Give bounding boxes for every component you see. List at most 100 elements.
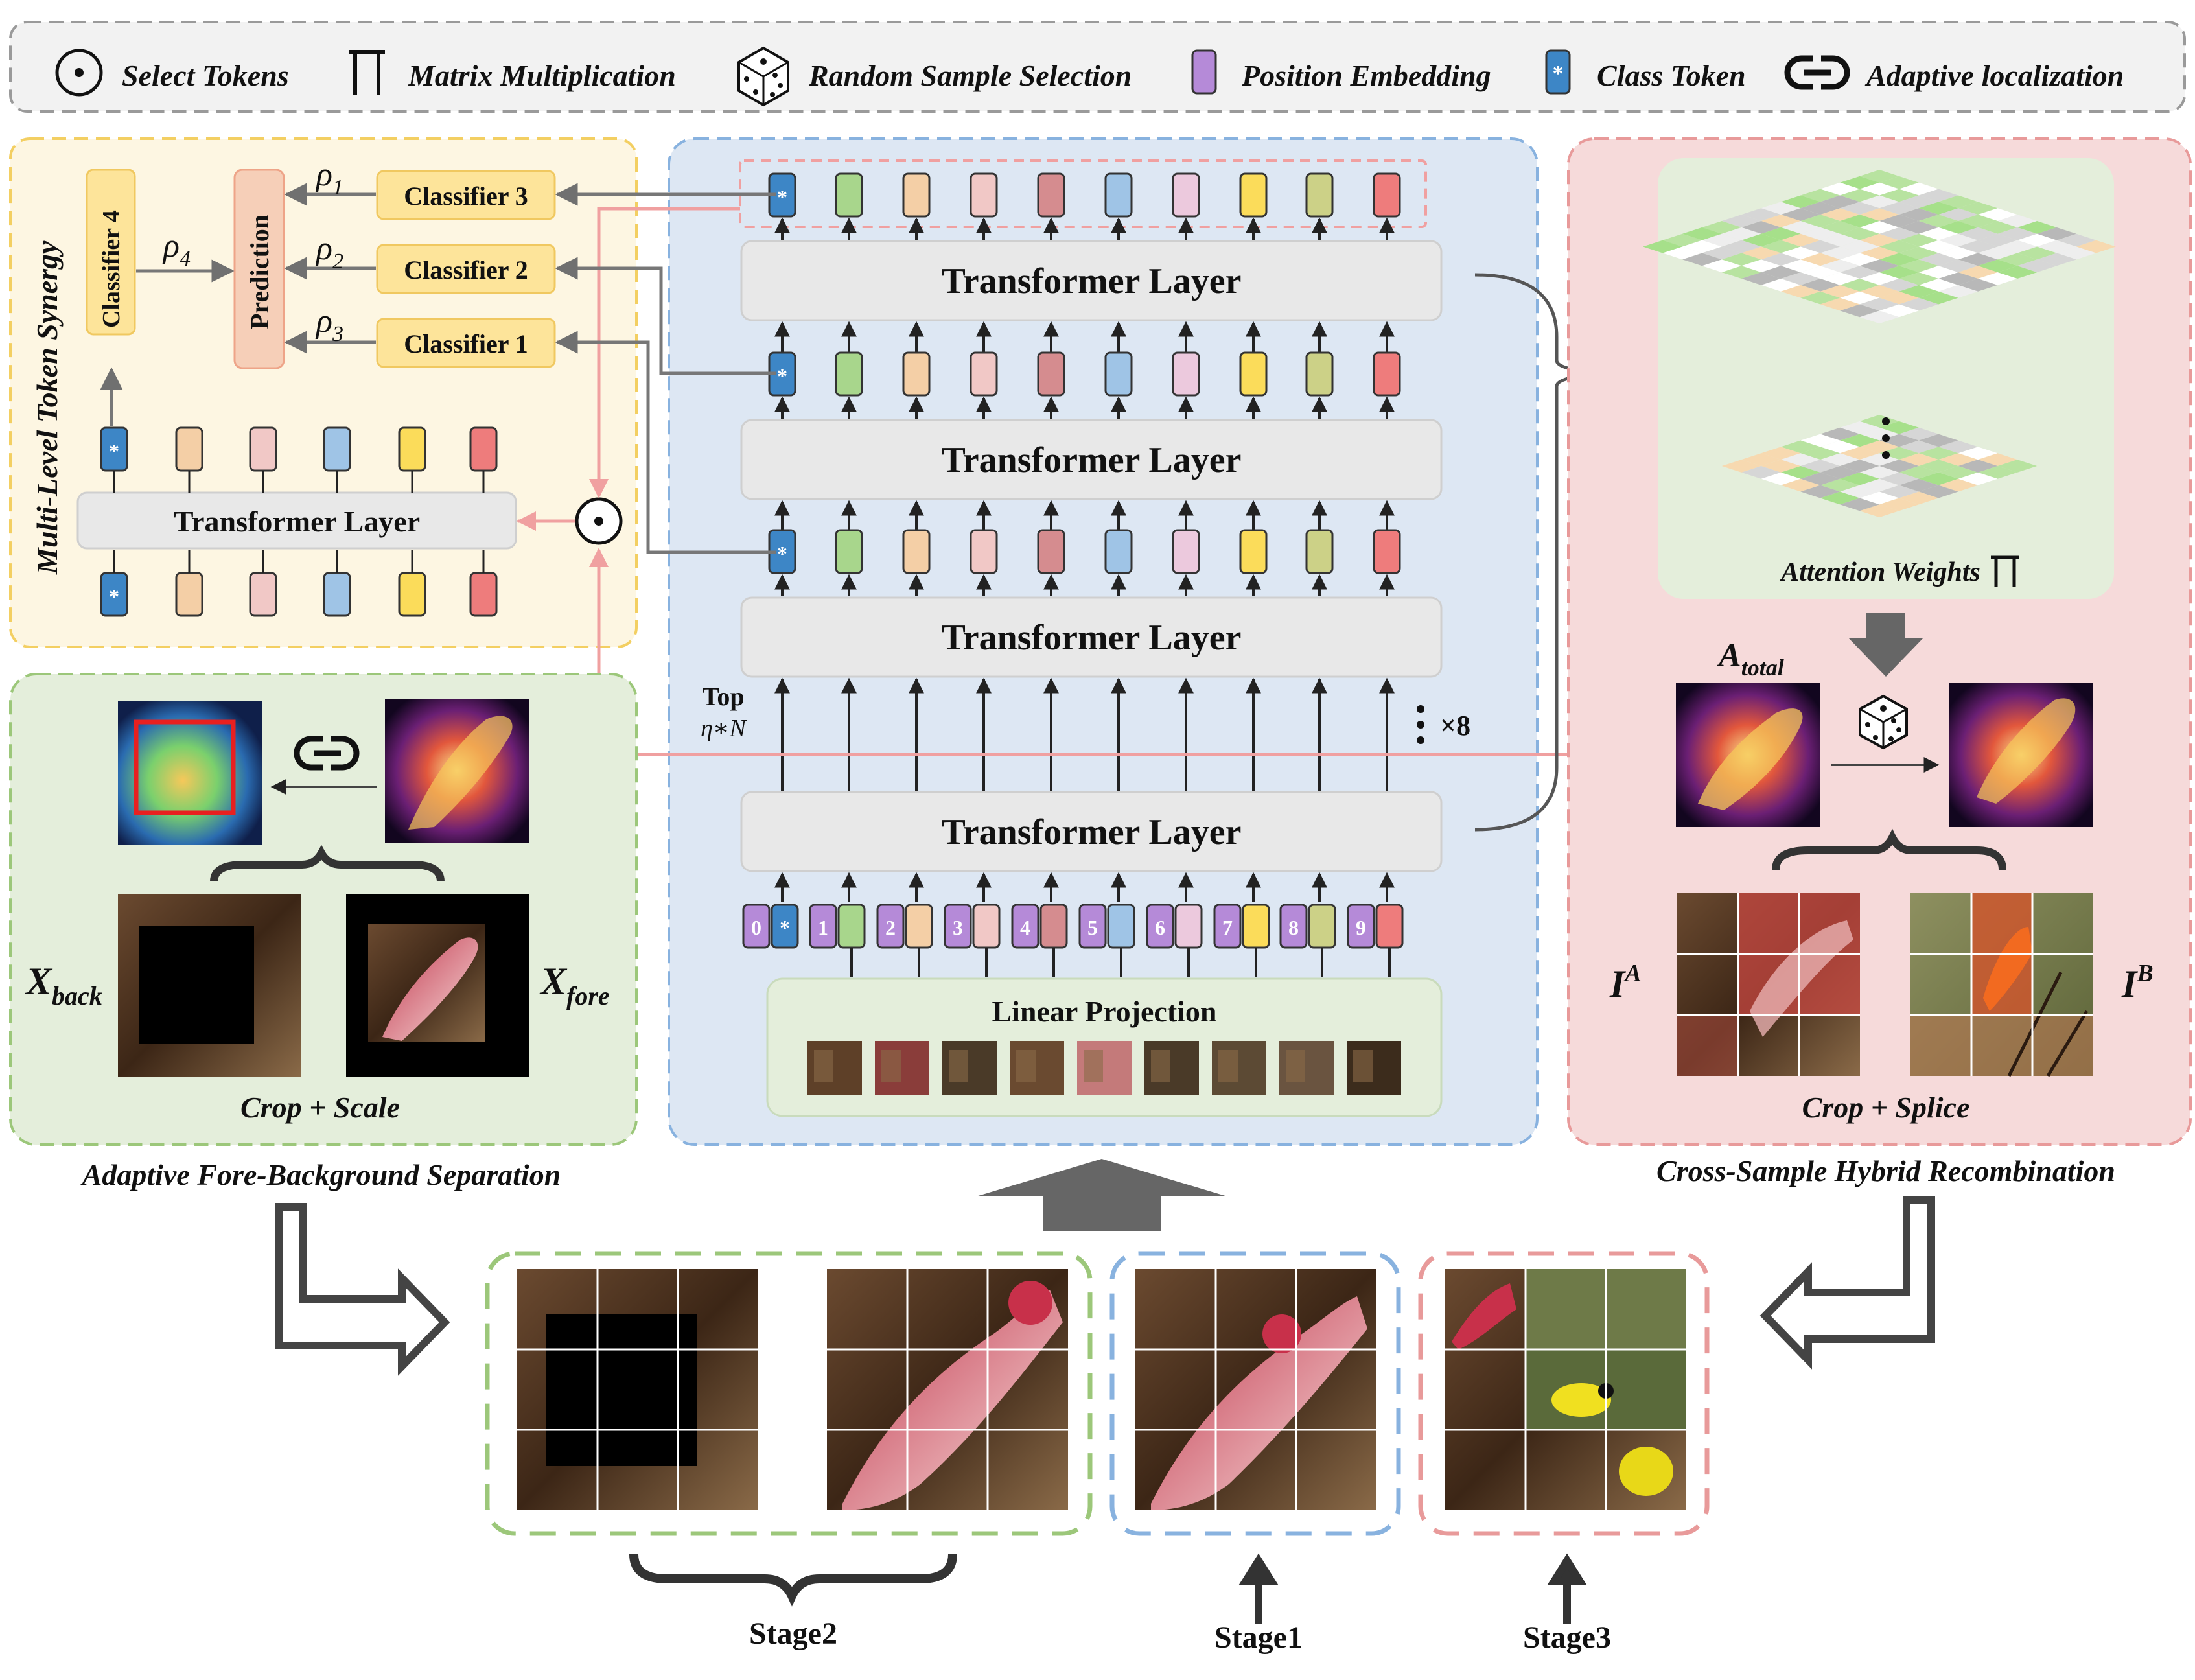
image-patch: [1212, 1041, 1266, 1095]
down-arrow: [1848, 613, 1923, 677]
position-number: 0: [751, 916, 761, 939]
synergy-title: Multi-Level Token Synergy: [30, 240, 64, 575]
svg-text:*: *: [109, 585, 119, 608]
classifier-4-label: Classifier 4: [98, 210, 125, 328]
stage1-label: Stage1: [1214, 1620, 1303, 1655]
image-patch: [1077, 1041, 1132, 1095]
dice-icon: [737, 46, 789, 107]
position-number: 6: [1155, 916, 1165, 939]
legend-matrix-multiplication: Matrix Multiplication: [408, 59, 676, 92]
stage2-box: [485, 1251, 1093, 1536]
patch-token: [1373, 172, 1401, 218]
patch-token: [1239, 172, 1268, 218]
transformer-layer-2-label: Transformer Layer: [942, 618, 1242, 658]
purple-token-icon: [1191, 49, 1217, 95]
dice-icon: [1859, 694, 1908, 750]
patch-token: [398, 572, 426, 617]
patch-token: [835, 529, 863, 574]
patch-token: [1305, 172, 1334, 218]
svg-text:*: *: [780, 916, 790, 939]
patch-token: [970, 351, 998, 397]
blue-token-icon: *: [1545, 49, 1571, 95]
patch-token: [835, 172, 863, 218]
legend-class-token: Class Token: [1597, 59, 1746, 92]
legend-position-embedding: Position Embedding: [1241, 59, 1491, 92]
patch-embedding: 7: [1213, 904, 1270, 949]
stage2-brace: [629, 1554, 957, 1607]
classifier-3-label: Classifier 3: [404, 181, 528, 211]
attention-map: [1643, 170, 2116, 324]
image-a: [1677, 893, 1860, 1076]
position-number: 8: [1288, 916, 1299, 939]
recombination-brace: [1772, 828, 2006, 870]
transformer-layer-4-label: Transformer Layer: [942, 261, 1242, 301]
left-stage-arrow: [275, 1203, 450, 1376]
image-b: [1910, 893, 2093, 1077]
class-token: *: [100, 572, 128, 617]
patch-token: [1037, 529, 1065, 574]
patch-token: [1239, 351, 1268, 397]
patch-token: [469, 426, 498, 472]
x-fore-image: [346, 894, 529, 1077]
x-back-image: [118, 894, 301, 1077]
stage3-image: [1445, 1269, 1686, 1510]
legend-select-tokens: Select Tokens: [122, 59, 289, 92]
image-patch: [1279, 1041, 1334, 1095]
svg-text:*: *: [777, 364, 787, 388]
classifier-2-box: [376, 244, 556, 294]
separation-panel: Xback Xfore Crop + Scale: [9, 673, 638, 1146]
prediction-label: Prediction: [245, 215, 274, 329]
patch-token: [469, 572, 498, 617]
rho-3: ρ3: [315, 303, 343, 346]
patch-token: [1305, 529, 1334, 574]
transformer-layer-2: [740, 596, 1443, 678]
select-tokens-node: [575, 497, 623, 545]
image-patch: [875, 1041, 929, 1095]
position-number: 5: [1087, 916, 1098, 939]
stage2-background-image: [517, 1269, 758, 1510]
a-total-label: Atotal: [1717, 637, 1784, 681]
patch-token: [1104, 172, 1133, 218]
vertical-dots: [1882, 417, 1890, 459]
rho-4: ρ4: [162, 228, 191, 271]
position-number: 2: [885, 916, 896, 939]
svg-text:*: *: [777, 542, 787, 565]
image-patch: [1144, 1041, 1199, 1095]
patch-token: [249, 572, 277, 617]
legend-random-sample: Random Sample Selection: [808, 59, 1132, 92]
patch-token: [1373, 529, 1401, 574]
separation-brace: [210, 845, 445, 882]
transformer-layer-1-label: Transformer Layer: [942, 812, 1242, 852]
transformer-layer-4: [740, 240, 1443, 321]
stage3-arrow: [1547, 1553, 1587, 1624]
patch-embedding: 3: [944, 904, 1001, 949]
sampled-heatmap: [1949, 683, 2093, 827]
topk-label: Top: [702, 682, 744, 711]
classifier-1-box: [376, 318, 556, 368]
position-number: 4: [1020, 916, 1030, 939]
patch-embedding: 2: [876, 904, 933, 949]
patch-token: [323, 426, 351, 472]
a-total-heatmap: [1676, 683, 1820, 827]
stage1-box: [1109, 1251, 1401, 1536]
linear-projection-label: Linear Projection: [992, 995, 1216, 1028]
crop-splice-label: Crop + Splice: [1802, 1091, 1970, 1124]
patch-token: [1172, 172, 1200, 218]
patch-token: [175, 572, 203, 617]
legend-adaptive-localization: Adaptive localization: [1864, 59, 2124, 92]
stage3-box: [1418, 1251, 1710, 1536]
patch-token: [902, 172, 931, 218]
separation-title: Adaptive Fore-Background Separation: [80, 1158, 561, 1191]
classifier-1-label: Classifier 1: [404, 329, 528, 358]
position-number: 9: [1356, 916, 1366, 939]
patch-embedding: 9: [1347, 904, 1404, 949]
recombination-panel: Attention Weights Atotal: [1567, 137, 2192, 1146]
classifier-4-box: [86, 169, 136, 336]
transformer-layer-3: [740, 419, 1443, 500]
patch-token: [970, 529, 998, 574]
patch-token: [1305, 351, 1334, 397]
patch-token: [835, 351, 863, 397]
backbone-panel: Transformer Layer Transformer Layer Tran…: [668, 137, 1539, 1146]
class-token: *: [768, 172, 796, 218]
position-number: 1: [818, 916, 828, 939]
